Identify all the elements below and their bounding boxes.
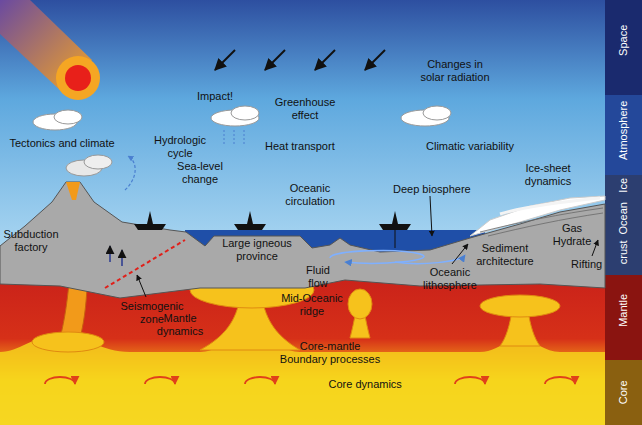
slab-pool — [32, 332, 104, 352]
core-swirl — [455, 377, 485, 384]
uplift-arrow — [121, 250, 123, 266]
layer-strip — [605, 95, 642, 175]
drill-ship — [379, 211, 411, 248]
layer-label: Ocean — [617, 202, 630, 234]
leader-arrow — [452, 244, 468, 264]
sediment-layer — [480, 208, 603, 232]
meteor-core — [65, 65, 91, 91]
callout-label: Rifting — [571, 258, 602, 271]
tectonics-arrow — [125, 156, 135, 190]
callout-label: Climatic variability — [426, 140, 514, 153]
layer-label: Mantle — [617, 293, 630, 326]
callout-label: Impact! — [197, 90, 233, 103]
callout-label: Gas Hydrate — [545, 222, 600, 247]
callout-label: Hydrologic cycle — [150, 134, 210, 159]
layer-label: Space — [617, 24, 630, 55]
circulation-arrow — [395, 255, 465, 264]
callout-label: Core-mantle Boundary processes — [275, 340, 385, 365]
callout-label: Sea-level change — [170, 160, 230, 185]
ship-hull — [379, 224, 411, 230]
volcano-vent — [66, 182, 80, 200]
leader-arrow — [592, 240, 598, 256]
ice-sheet — [470, 196, 605, 236]
circulation-arrow — [330, 251, 424, 264]
ship-derrick — [392, 211, 398, 224]
callout-label: Tectonics and climate — [10, 137, 115, 150]
ship-hull — [234, 224, 266, 230]
ship-hull — [134, 224, 166, 230]
layer-label: crust — [617, 240, 630, 264]
solar-arrow — [365, 50, 385, 70]
callout-label: Heat transport — [265, 140, 335, 153]
callout-label: Deep biosphere — [393, 183, 471, 196]
layer-strip — [605, 0, 642, 95]
solar-arrow — [315, 50, 335, 70]
cloud — [231, 106, 259, 120]
ridge-plume-head — [348, 289, 372, 319]
callout-label: Large igneous province — [219, 237, 295, 262]
layer-strip — [605, 175, 642, 275]
callout-label: Oceanic circulation — [275, 182, 345, 207]
layer-label: Core — [617, 380, 630, 404]
ice-sheet — [500, 198, 600, 214]
layer-strip — [605, 275, 642, 360]
callout-label: Mantle dynamics — [150, 312, 210, 337]
callout-label: Oceanic lithosphere — [415, 266, 485, 291]
sky-band — [0, 0, 605, 300]
ship-derrick — [147, 211, 153, 224]
core-swirl — [145, 377, 175, 384]
leader-arrow — [430, 196, 432, 236]
callout-label: Subduction factory — [3, 228, 59, 253]
layer-label: Atmosphere — [617, 100, 630, 159]
callout-label: Fluid flow — [298, 264, 338, 289]
ship-derrick — [247, 211, 253, 224]
callout-label: Sediment architecture — [470, 242, 540, 267]
core-swirl — [245, 377, 275, 384]
core-swirl — [545, 377, 575, 384]
core-swirl — [45, 377, 75, 384]
drill-ship — [234, 211, 266, 230]
callout-label: Core dynamics — [329, 378, 402, 391]
plume-head — [480, 295, 560, 317]
cloud — [54, 110, 82, 124]
leader-arrow — [137, 275, 146, 297]
uplift-arrow — [109, 246, 111, 262]
meteor-tail — [0, 0, 92, 92]
meteor — [56, 56, 100, 100]
drill-string — [395, 230, 396, 248]
callout-label: Greenhouse effect — [265, 96, 345, 121]
sediment-layer — [488, 213, 603, 236]
layer-strip — [605, 360, 642, 425]
drill-ship — [134, 211, 166, 230]
ash-cloud — [84, 155, 112, 169]
callout-label: Mid-Oceanic ridge — [277, 292, 347, 317]
crust — [0, 182, 605, 298]
callout-label: Ice-sheet dynamics — [513, 162, 583, 187]
solar-arrow — [265, 50, 285, 70]
cloud — [423, 106, 451, 120]
seismogenic-zone — [105, 240, 185, 288]
callout-label: Changes in solar radiation — [415, 58, 495, 83]
solar-arrow — [215, 50, 235, 70]
rain — [224, 130, 244, 146]
layer-label: Ice — [617, 177, 630, 192]
